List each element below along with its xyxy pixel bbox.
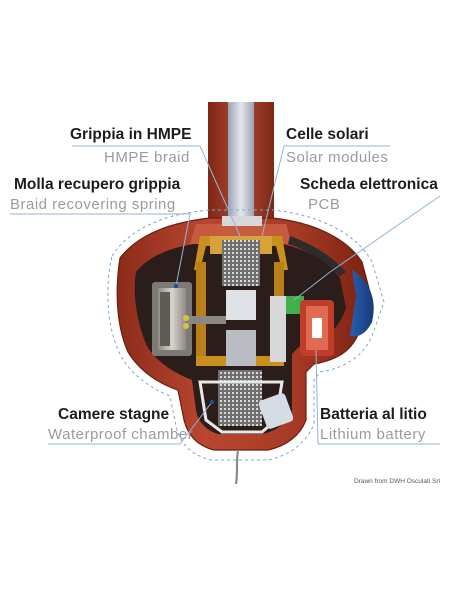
leader-pcb-pointer xyxy=(293,271,331,301)
label-spring-it: Molla recupero grippia xyxy=(14,176,181,193)
blue-accent-band xyxy=(350,270,374,337)
leader-battery-pointer xyxy=(315,349,319,445)
label-pcb-it: Scheda elettronica xyxy=(300,176,438,193)
mast xyxy=(208,102,274,222)
leader-lines xyxy=(10,145,441,445)
marker-spring xyxy=(173,283,179,289)
label-braid-it: Grippia in HMPE xyxy=(70,126,192,143)
credit-text: Drawn from DWH Osculati Srl xyxy=(354,478,440,485)
label-chamber-en: Waterproof chamber xyxy=(48,426,194,443)
leader-chamber-pointer xyxy=(179,401,213,445)
leader-spring-pointer xyxy=(175,213,191,287)
marker-chamber xyxy=(209,399,215,405)
label-solar-it: Celle solari xyxy=(286,126,369,143)
leader-braid-pointer xyxy=(199,145,241,237)
label-chamber-it: Camere stagne xyxy=(58,406,170,423)
leader-solar-pointer xyxy=(261,145,285,237)
label-solar-en: Solar modules xyxy=(286,149,389,166)
label-braid-en: HMPE braid xyxy=(104,149,190,166)
spring-chamber xyxy=(152,282,226,356)
label-spring-en: Braid recovering spring xyxy=(10,196,176,213)
pcb-battery-assembly xyxy=(270,296,334,362)
braid-stack xyxy=(218,240,262,426)
braid-tail xyxy=(234,449,240,485)
label-battery-en: Lithium battery xyxy=(320,426,426,443)
label-pcb-en: PCB xyxy=(308,196,341,213)
label-battery-it: Batteria al litio xyxy=(320,406,427,423)
dashed-outline xyxy=(107,209,385,461)
leader-pcb xyxy=(329,195,441,273)
solar-strip xyxy=(288,236,346,276)
lower-chamber-ring xyxy=(198,380,294,434)
